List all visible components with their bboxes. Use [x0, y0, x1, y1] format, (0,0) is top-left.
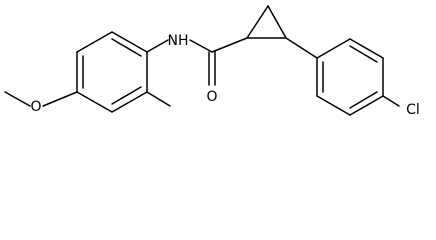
carbonyl-to-cyclopropane-bond	[211, 37, 248, 53]
aromatic-bond	[111, 86, 142, 105]
bond	[111, 31, 148, 53]
aromatic-bond	[111, 38, 142, 57]
bond	[349, 95, 384, 116]
methoxy-methyl-bond	[4, 91, 31, 107]
amide-nh-label: NH	[168, 33, 189, 49]
nh-to-carbonyl-bond	[189, 39, 213, 53]
cyclopropane-ring	[246, 5, 287, 39]
methoxy-bond	[42, 91, 78, 107]
ring-to-nh-bond	[146, 39, 169, 53]
chemical-structure-diagram: O NH O Cl	[4, 5, 420, 118]
aromatic-bond	[349, 91, 378, 109]
bond	[111, 91, 148, 113]
bond	[76, 91, 113, 113]
bond	[316, 95, 351, 116]
methoxy-methylphenyl-ring	[76, 31, 148, 113]
bond	[246, 5, 269, 39]
carbonyl-oxygen-label: O	[206, 89, 217, 105]
methyl-bond	[146, 91, 171, 107]
aromatic-bond	[349, 45, 378, 63]
chlorophenyl-ring	[316, 38, 384, 116]
cyclopropane-to-aryl-bond	[285, 37, 318, 59]
bond	[267, 5, 287, 39]
bond	[349, 38, 384, 59]
chlorine-label: Cl	[406, 102, 420, 118]
ether-oxygen-label: O	[30, 99, 41, 115]
bond	[76, 31, 113, 53]
bond	[316, 38, 351, 59]
aryl-to-chlorine-bond	[382, 95, 400, 107]
